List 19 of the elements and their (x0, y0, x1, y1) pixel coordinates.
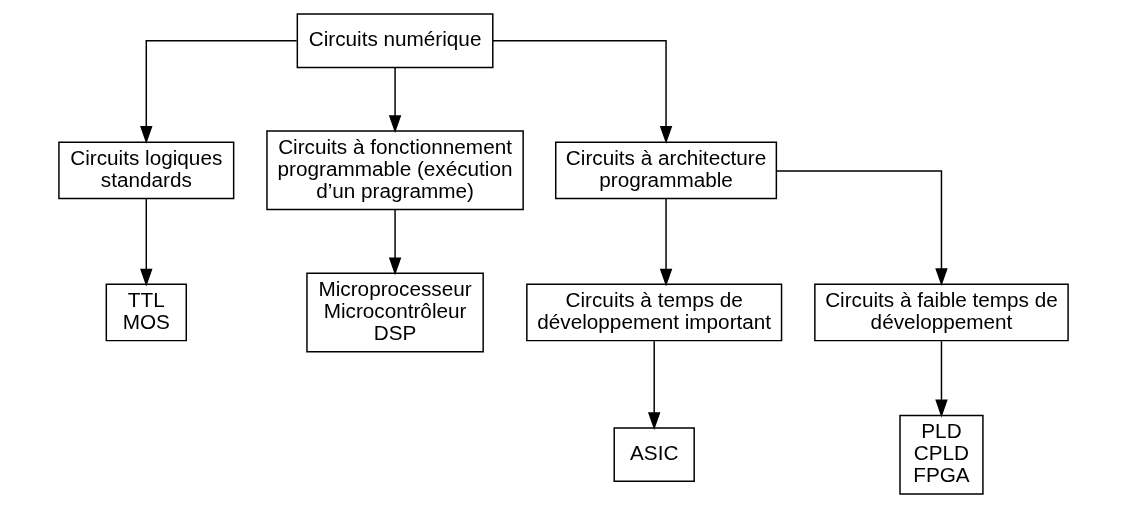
arrow (139, 198, 152, 287)
node-box: Circuits à faible temps de développement (813, 283, 1069, 342)
arrow (388, 66, 401, 133)
arrow (139, 40, 297, 144)
arrow (491, 40, 672, 144)
node-box: ASIC (613, 427, 695, 483)
node-box: Microprocesseur Microcontrôleur DSP (305, 272, 484, 353)
arrow (775, 170, 948, 287)
arrow (659, 198, 672, 287)
arrow (388, 209, 401, 276)
node-box: Circuits à fonctionnement programmable (exécution d’un pragramme) (265, 130, 524, 211)
node-box: Circuits à architecture programmable (554, 141, 777, 200)
arrow (647, 340, 660, 431)
node-box: Circuits numérique (296, 13, 494, 69)
node-box: Circuits logiques standards (57, 141, 234, 200)
node-box: TTL MOS (105, 283, 187, 342)
node-box: PLD CPLD FPGA (898, 414, 984, 495)
node-box: Circuits à temps de développement important (525, 283, 782, 342)
arrow (934, 340, 948, 418)
